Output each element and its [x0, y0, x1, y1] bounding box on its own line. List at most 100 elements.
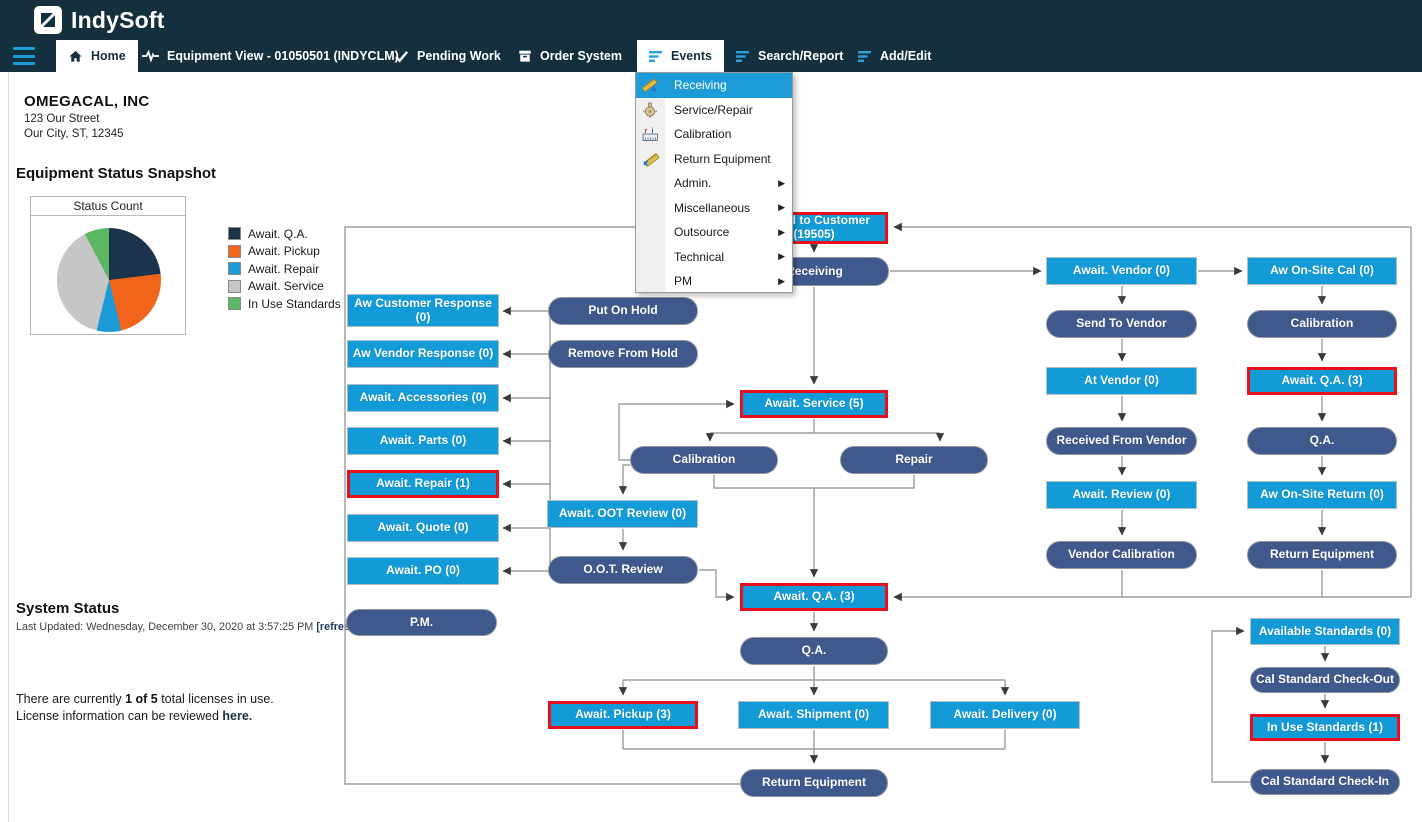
legend-swatch: [228, 279, 241, 293]
system-status-section: System Status Last Updated: Wednesday, D…: [16, 600, 360, 725]
service-icon: [642, 102, 659, 119]
calibration-center-node[interactable]: Calibration: [630, 446, 778, 474]
home-icon: [68, 49, 83, 64]
tab-label: Add/Edit: [880, 49, 932, 63]
await-vendor-node[interactable]: Await. Vendor (0): [1046, 257, 1197, 285]
qa-right-node[interactable]: Q.A.: [1247, 427, 1397, 455]
submenu-arrow-icon: ▶: [778, 177, 785, 188]
await-delivery-node[interactable]: Await. Delivery (0): [930, 701, 1080, 729]
return-icon: [642, 151, 660, 168]
tab-search-report[interactable]: Search/Report: [724, 40, 855, 72]
company-name: OMEGACAL, INC: [24, 93, 150, 110]
cal-standard-checkout-node[interactable]: Cal Standard Check-Out: [1250, 667, 1400, 693]
repair-node[interactable]: Repair: [840, 446, 988, 474]
aw-onsite-cal-node[interactable]: Aw On-Site Cal (0): [1247, 257, 1397, 285]
aw-customer-response-node[interactable]: Aw Customer Response (0): [347, 294, 499, 327]
legend-item: Await. Q.A.: [228, 225, 341, 243]
tab-home[interactable]: Home: [56, 40, 138, 72]
menu-item-miscellaneous[interactable]: Miscellaneous▶: [636, 196, 792, 221]
indysoft-logo: IndySoft: [34, 6, 165, 34]
await-quote-node[interactable]: Await. Quote (0): [347, 514, 499, 542]
legend-label: In Use Standards: [248, 296, 341, 311]
available-standards-node[interactable]: Available Standards (0): [1250, 618, 1400, 645]
tab-label: Home: [91, 49, 126, 63]
submenu-arrow-icon: ▶: [778, 226, 785, 237]
await-repair-node[interactable]: Await. Repair (1): [347, 470, 499, 498]
license-here-link[interactable]: here.: [222, 708, 253, 723]
receiving-icon: [642, 77, 659, 94]
await-accessories-node[interactable]: Await. Accessories (0): [347, 384, 499, 412]
menu-item-return-equipment[interactable]: Return Equipment: [636, 147, 792, 172]
menu-item-label: PM: [674, 274, 692, 289]
tab-order-system[interactable]: Order System: [506, 40, 634, 72]
await-shipment-node[interactable]: Await. Shipment (0): [738, 701, 889, 729]
last-updated-prefix: Last Updated: Wednesday, December 30, 20…: [16, 621, 317, 633]
await-service-node[interactable]: Await. Service (5): [740, 390, 888, 418]
calibration-right-node[interactable]: Calibration: [1247, 310, 1397, 338]
legend-label: Await. Repair: [248, 261, 320, 276]
legend-item: Await. Pickup: [228, 243, 341, 261]
legend-label: Await. Q.A.: [248, 226, 308, 241]
menu-item-receiving[interactable]: Receiving: [636, 73, 792, 98]
menu-item-pm[interactable]: PM▶: [636, 269, 792, 294]
menu-item-label: Return Equipment: [674, 151, 771, 166]
menu-lines-icon: [649, 50, 663, 63]
snapshot-heading: Equipment Status Snapshot: [16, 165, 217, 182]
license-prefix: There are currently: [16, 692, 126, 706]
status-pie-chart: [57, 228, 161, 332]
app-header: IndySoft: [0, 0, 1422, 40]
menu-item-admin[interactable]: Admin. ▶: [636, 171, 792, 196]
menu-item-service-repair[interactable]: Service/Repair: [636, 98, 792, 123]
pulse-icon: [142, 49, 159, 63]
aw-vendor-response-node[interactable]: Aw Vendor Response (0): [347, 340, 499, 368]
qa-center-node[interactable]: Q.A.: [740, 637, 888, 665]
legend-label: Await. Service: [248, 279, 324, 294]
return-equipment-right-node[interactable]: Return Equipment: [1247, 541, 1397, 569]
menu-item-label: Receiving: [674, 78, 727, 93]
vendor-calibration-node[interactable]: Vendor Calibration: [1046, 541, 1197, 569]
license-mid: total licenses in use. License informati…: [16, 692, 274, 723]
tab-label: Equipment View - 01050501 (INDYCLM): [167, 49, 399, 63]
at-vendor-node[interactable]: At Vendor (0): [1046, 367, 1197, 395]
content-left-border: [8, 72, 9, 822]
legend-label: Await. Pickup: [248, 244, 320, 259]
legend-swatch: [228, 244, 241, 258]
tab-events[interactable]: Events: [637, 40, 724, 72]
await-review-node[interactable]: Await. Review (0): [1046, 481, 1197, 509]
await-po-node[interactable]: Await. PO (0): [347, 557, 499, 585]
aw-onsite-return-node[interactable]: Aw On-Site Return (0): [1247, 481, 1397, 509]
menu-item-outsource[interactable]: Outsource ▶: [636, 220, 792, 245]
received-from-vendor-node[interactable]: Received From Vendor: [1046, 427, 1197, 455]
menu-lines-icon: [736, 50, 750, 63]
tab-label: Order System: [540, 49, 622, 63]
pm-node-node[interactable]: P.M.: [346, 609, 497, 636]
put-on-hold-node[interactable]: Put On Hold: [548, 297, 698, 325]
legend-swatch: [228, 297, 241, 311]
tab-pending-work[interactable]: Pending Work: [382, 40, 513, 72]
tab-equipment-view[interactable]: Equipment View - 01050501 (INDYCLM): [130, 40, 411, 72]
hamburger-menu-icon[interactable]: [13, 47, 35, 65]
menu-lines-icon: [858, 50, 872, 63]
await-parts-node[interactable]: Await. Parts (0): [347, 427, 499, 455]
await-qa-center-node[interactable]: Await. Q.A. (3): [740, 583, 888, 611]
menu-item-label: Outsource: [674, 225, 730, 240]
in-use-standards-node[interactable]: In Use Standards (1): [1250, 714, 1400, 741]
system-status-title: System Status: [16, 600, 120, 617]
tab-label: Pending Work: [417, 49, 501, 63]
send-to-vendor-node[interactable]: Send To Vendor: [1046, 310, 1197, 338]
oot-review-node[interactable]: O.O.T. Review: [548, 556, 698, 584]
tab-add-edit[interactable]: Add/Edit: [846, 40, 943, 72]
cal-standard-checkin-node[interactable]: Cal Standard Check-In: [1250, 769, 1400, 795]
await-qa-right-node[interactable]: Await. Q.A. (3): [1247, 367, 1397, 395]
menu-item-label: Service/Repair: [674, 102, 753, 117]
menu-item-label: Admin.: [674, 176, 712, 191]
menu-item-technical[interactable]: Technical▶: [636, 245, 792, 270]
await-pickup-node[interactable]: Await. Pickup (3): [548, 701, 698, 729]
remove-from-hold-node[interactable]: Remove From Hold: [548, 340, 698, 368]
tab-label: Events: [671, 49, 712, 63]
return-equipment-center-node[interactable]: Return Equipment: [740, 769, 888, 797]
await-oot-review-node[interactable]: Await. OOT Review (0): [547, 500, 698, 528]
